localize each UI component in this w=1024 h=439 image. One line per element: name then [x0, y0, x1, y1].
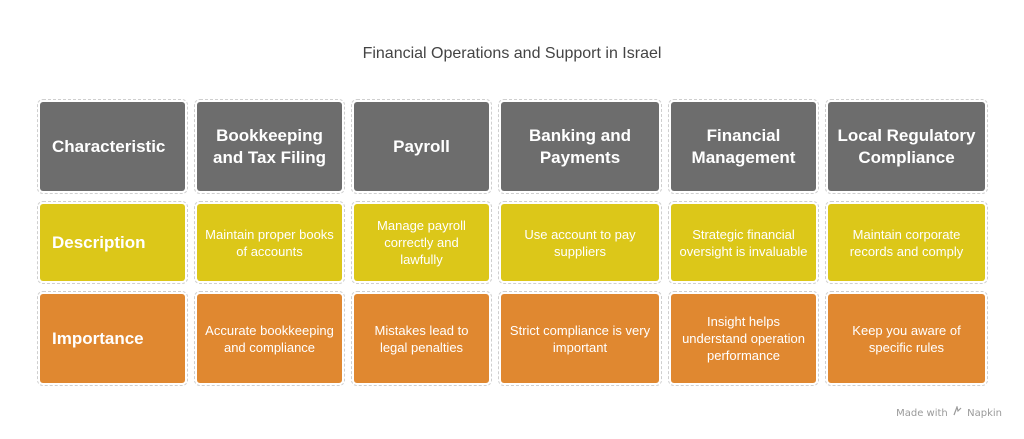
watermark-prefix: Made with [896, 408, 948, 419]
header-cell-payroll: Payroll [351, 99, 492, 194]
header-cell-financial-management: Financial Management [668, 99, 819, 194]
description-cell-regulatory-compliance: Maintain corporate records and comply [825, 201, 988, 284]
page-title: Financial Operations and Support in Isra… [362, 45, 662, 62]
napkin-logo-icon [953, 404, 962, 419]
description-label: Description [37, 201, 188, 284]
header-cell-characteristic: Characteristic [37, 99, 188, 194]
importance-cell-financial-management: Insight helps understand operation perfo… [668, 291, 819, 386]
description-cell-bookkeeping: Maintain proper books of accounts [194, 201, 345, 284]
importance-cell-bookkeeping: Accurate bookkeeping and compliance [194, 291, 345, 386]
importance-label: Importance [37, 291, 188, 386]
watermark-brand: Napkin [967, 408, 1002, 419]
header-cell-regulatory-compliance: Local Regulatory Compliance [825, 99, 988, 194]
importance-cell-banking: Strict compliance is very important [498, 291, 662, 386]
description-cell-financial-management: Strategic financial oversight is invalua… [668, 201, 819, 284]
description-cell-banking: Use account to pay suppliers [498, 201, 662, 284]
header-cell-banking: Banking and Payments [498, 99, 662, 194]
watermark: Made with Napkin [896, 404, 1002, 419]
description-cell-payroll: Manage payroll correctly and lawfully [351, 201, 492, 284]
importance-cell-payroll: Mistakes lead to legal penalties [351, 291, 492, 386]
importance-cell-regulatory-compliance: Keep you aware of specific rules [825, 291, 988, 386]
header-cell-bookkeeping: Bookkeeping and Tax Filing [194, 99, 345, 194]
comparison-table: Characteristic Bookkeeping and Tax Filin… [37, 99, 988, 386]
